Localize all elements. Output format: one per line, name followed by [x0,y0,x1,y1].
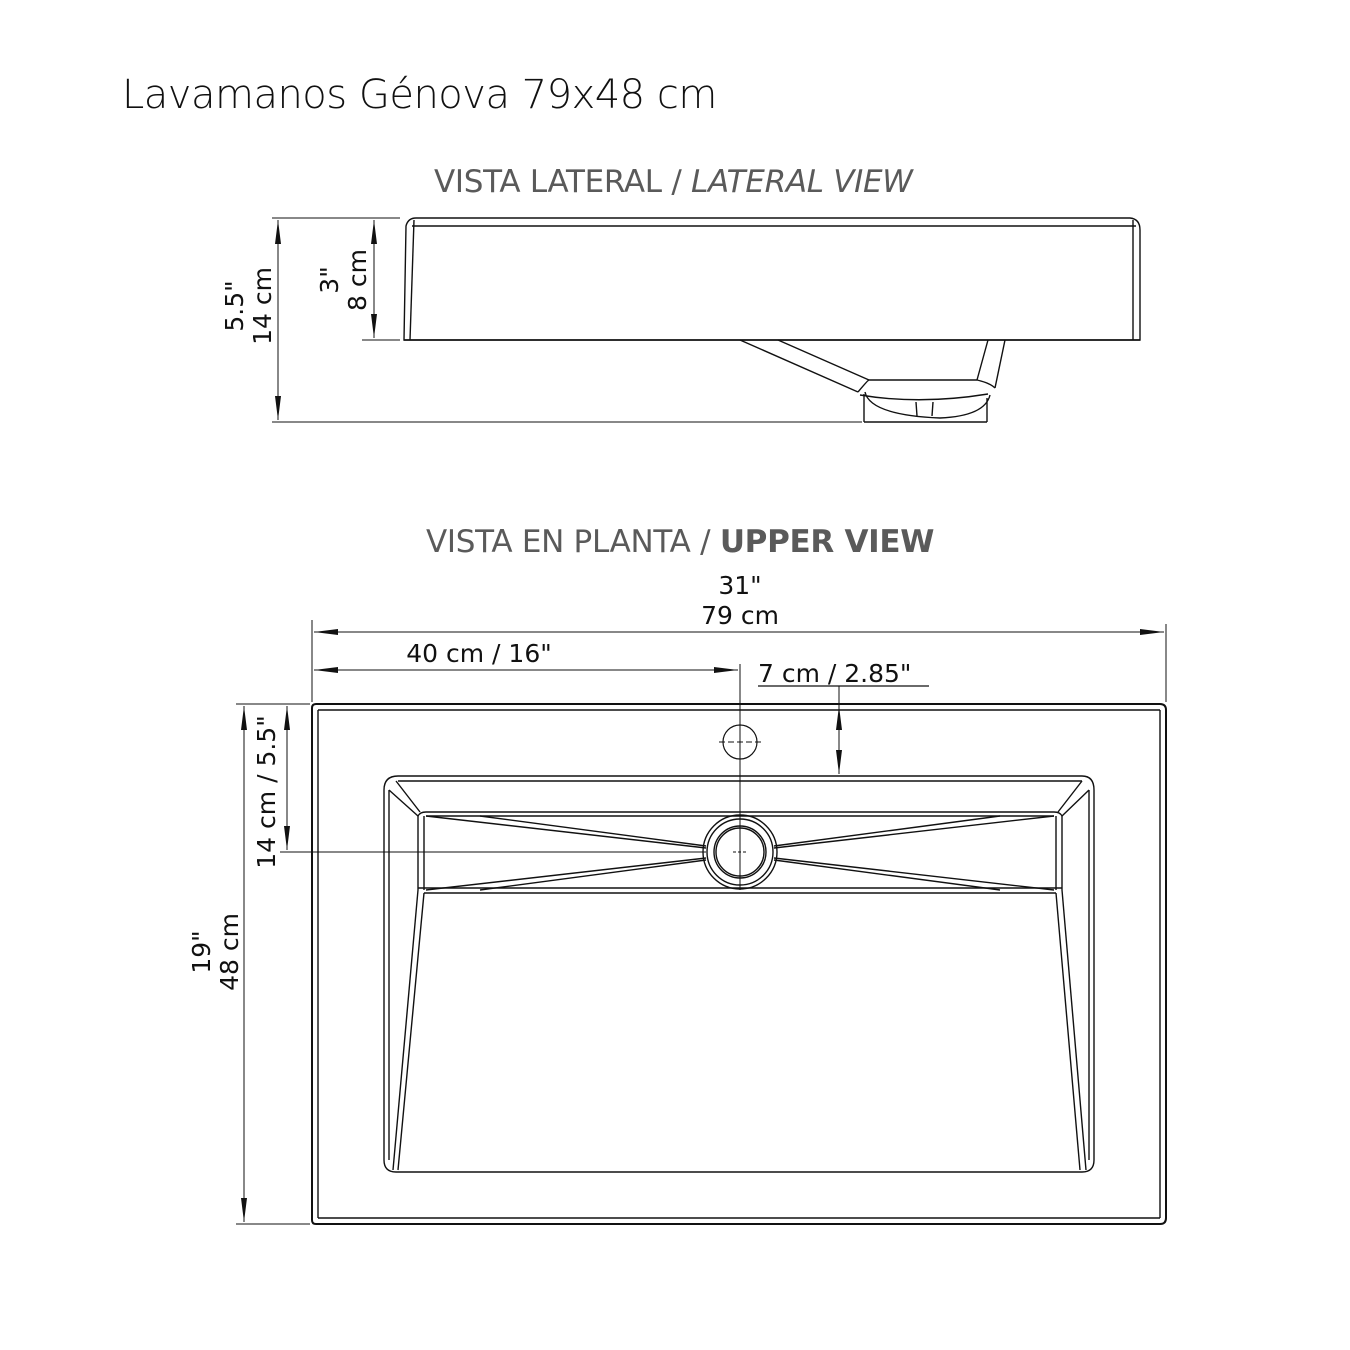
basin-outline [383,775,1095,1173]
lateral-total-height-label: 5.5" 14 cm [220,267,277,345]
lateral-view-label-en: LATERAL VIEW [691,164,913,200]
upper-depth-label: 19" 48 cm [187,913,244,991]
upper-width-cm: 79 cm [701,601,779,630]
upper-view-label-en: UPPER VIEW [719,524,935,560]
drain-from-back-text: 14 cm / 5.5" [252,715,281,868]
lateral-rim-height-in: 3" [315,266,344,293]
upper-view-drawing [236,620,1167,1225]
upper-depth-cm: 48 cm [215,913,244,991]
upper-width-in: 31" [718,571,761,600]
lateral-rim-height-cm: 8 cm [343,249,372,311]
lateral-total-height-cm: 14 cm [248,267,277,345]
drain-side-profile [739,339,1006,423]
countertop-outline [311,703,1167,1225]
upper-view-label-es: VISTA EN PLANTA / [426,524,720,560]
lateral-total-height-in: 5.5" [220,280,249,331]
faucet-from-basin-label: 7 cm / 2.85" [758,659,911,688]
drain-from-back-label: 14 cm / 5.5" [252,715,281,868]
faucet-offset-label: 40 cm / 16" [406,639,551,668]
page-title: Lavamanos Génova 79x48 cm [122,72,717,118]
sink-side-profile [403,217,1141,341]
lateral-view-drawing [272,217,1141,423]
upper-view-heading: VISTA EN PLANTA / UPPER VIEW [426,524,934,560]
upper-depth-in: 19" [187,930,216,973]
lateral-view-label-es: VISTA LATERAL / [434,164,692,200]
lateral-rim-height-label: 3" 8 cm [315,249,372,311]
lateral-view-heading: VISTA LATERAL / LATERAL VIEW [434,164,913,200]
